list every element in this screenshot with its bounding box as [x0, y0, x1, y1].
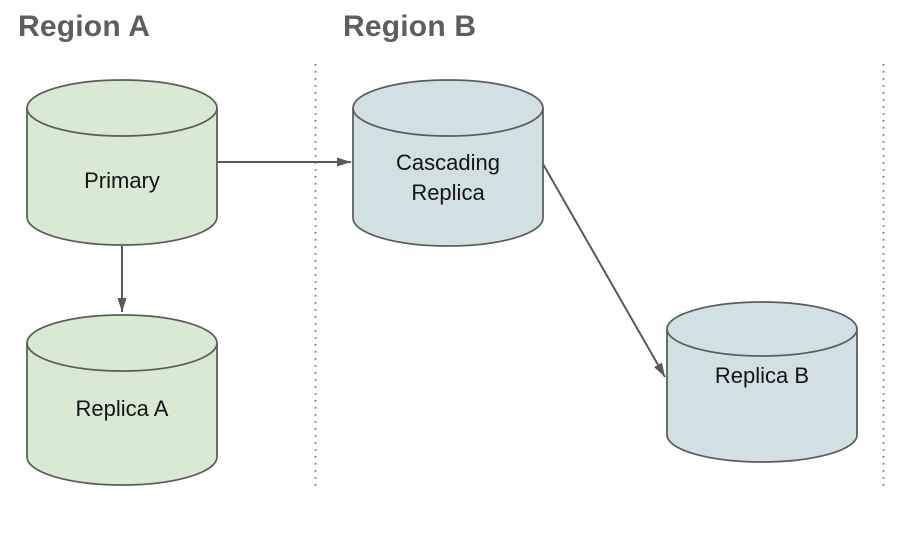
- region-a-title: Region A: [18, 10, 151, 43]
- node-cascading-replica: [352, 79, 544, 247]
- region-b-title: Region B: [343, 10, 477, 43]
- node-replica-a: [26, 314, 218, 486]
- node-replica-b: [666, 301, 858, 463]
- edge-cascading-replica-to-replica-b: [542, 163, 666, 378]
- node-primary: [26, 79, 218, 246]
